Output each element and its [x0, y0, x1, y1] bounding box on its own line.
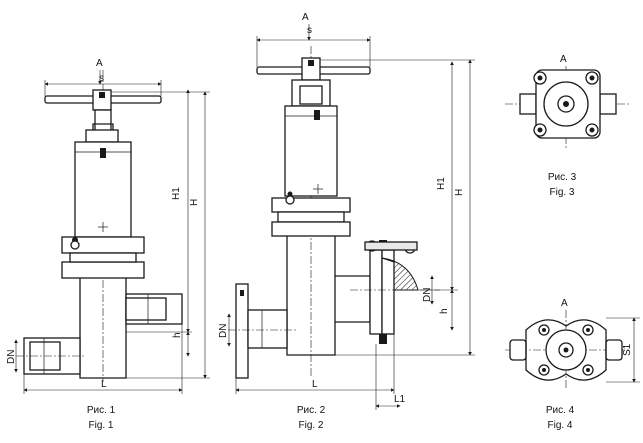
fig4-a-label: A	[561, 298, 568, 309]
fig1-caption-en: Fig. 1	[88, 420, 113, 431]
fig4-s1-label: S1	[622, 343, 633, 356]
figure-2-valve: A s H1 H h DN DN L L1 Рис. 2 Fig. 2	[218, 12, 475, 431]
fig1-caption-ru: Рис. 1	[87, 405, 116, 416]
fig1-h-label: H	[189, 199, 200, 206]
fig2-l1-label: L1	[394, 394, 406, 405]
fig1-l-label: L	[101, 379, 107, 390]
fig1-h-small-label: h	[172, 332, 183, 338]
fig3-caption-ru: Рис. 3	[548, 172, 577, 183]
fig1-h1-label: H1	[171, 187, 182, 200]
fig2-l-label: L	[312, 379, 318, 390]
fig1-dn-label: DN	[6, 350, 17, 364]
fig2-caption-ru: Рис. 2	[297, 405, 326, 416]
fig4-caption-ru: Рис. 4	[546, 405, 575, 416]
fig1-s-label: s	[99, 73, 104, 84]
fig2-caption-en: Fig. 2	[298, 420, 323, 431]
fig2-dn-right-label: DN	[422, 288, 433, 302]
fig2-a-label: A	[302, 12, 309, 23]
fig4-caption-en: Fig. 4	[547, 420, 572, 431]
fig2-h-label: H	[454, 189, 465, 196]
fig2-dn-left-label: DN	[218, 324, 229, 338]
fig3-bolts	[533, 71, 599, 137]
fig3-a-label: A	[560, 54, 567, 65]
fig2-s-label: s	[307, 25, 312, 36]
figure-3-top-view: A Рис. 3 Fig. 3	[505, 54, 630, 198]
fig3-caption-en: Fig. 3	[549, 187, 574, 198]
figure-4-top-view: A S1 Рис. 4 Fig. 4	[505, 298, 640, 431]
fig2-h1-label: H1	[436, 177, 447, 190]
figure-1-valve: A s H1 H h DN L Рис. 1 Fig. 1	[6, 58, 210, 431]
fig2-h-small-label: h	[439, 308, 450, 314]
fig1-a-label: A	[96, 58, 103, 69]
fig4-bolts	[538, 324, 594, 376]
